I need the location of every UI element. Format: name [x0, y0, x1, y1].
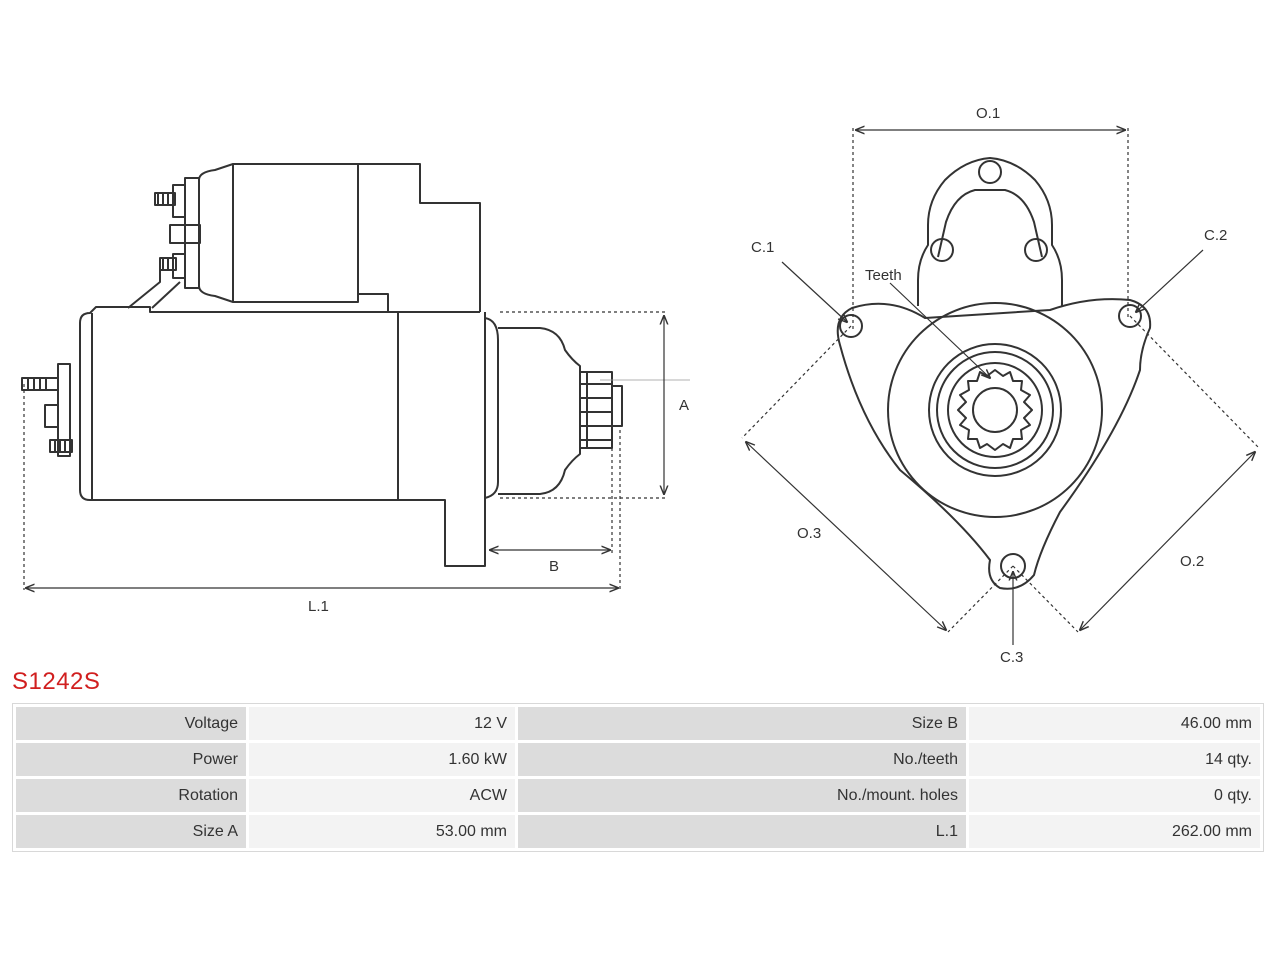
mounting-flange — [398, 312, 499, 567]
spec-label: L.1 — [518, 815, 966, 848]
spec-value: 12 V — [249, 707, 515, 740]
spec-label: Power — [16, 743, 246, 776]
spec-label: Rotation — [16, 779, 246, 812]
pilot-ring-inner — [928, 343, 1062, 477]
spec-label: Size A — [16, 815, 246, 848]
starter-technical-drawing: A B L.1 — [21, 105, 1259, 666]
mount-hole-c1 — [839, 314, 863, 338]
spec-value: 14 qty. — [969, 743, 1260, 776]
spec-row: Size A 53.00 mm L.1 262.00 mm — [16, 815, 1260, 848]
dim-label-teeth: Teeth — [865, 267, 902, 284]
rear-terminals — [21, 363, 73, 457]
spec-value: 46.00 mm — [969, 707, 1260, 740]
dim-label-c2: C.2 — [1204, 227, 1227, 244]
spec-label: No./mount. holes — [518, 779, 966, 812]
front-view-dimensions — [741, 128, 1259, 645]
solenoid-terminals — [127, 177, 201, 309]
spec-row: Power 1.60 kW No./teeth 14 qty. — [16, 743, 1260, 776]
dim-label-o2: O.2 — [1180, 553, 1204, 570]
front-view — [836, 157, 1152, 590]
spec-value: ACW — [249, 779, 515, 812]
pilot-ring-outer — [887, 302, 1103, 518]
pinion-gear — [957, 369, 1033, 451]
spec-value: 262.00 mm — [969, 815, 1260, 848]
spec-value: 53.00 mm — [249, 815, 515, 848]
spec-label: Size B — [518, 707, 966, 740]
side-view-dimensions — [23, 311, 690, 590]
dim-label-o3: O.3 — [797, 525, 821, 542]
side-view — [21, 163, 623, 567]
spec-row: Voltage 12 V Size B 46.00 mm — [16, 707, 1260, 740]
motor-body — [79, 306, 480, 501]
dim-label-a: A — [679, 397, 689, 414]
spec-value: 1.60 kW — [249, 743, 515, 776]
top-mount-ear — [917, 157, 1063, 306]
front-flange — [836, 298, 1152, 590]
spec-label: No./teeth — [518, 743, 966, 776]
dim-label-l1: L.1 — [308, 598, 329, 615]
solenoid — [198, 163, 481, 312]
dim-label-o1: O.1 — [976, 105, 1000, 122]
dim-label-c1: C.1 — [751, 239, 774, 256]
dim-label-c3: C.3 — [1000, 649, 1023, 666]
spec-value: 0 qty. — [969, 779, 1260, 812]
mount-hole-c2 — [1118, 304, 1142, 328]
part-code: S1242S — [12, 668, 101, 695]
nose-and-pinion — [498, 327, 623, 495]
spec-row: Rotation ACW No./mount. holes 0 qty. — [16, 779, 1260, 812]
spec-table: Voltage 12 V Size B 46.00 mm Power 1.60 … — [12, 703, 1264, 852]
dim-label-b: B — [549, 558, 559, 575]
spec-label: Voltage — [16, 707, 246, 740]
